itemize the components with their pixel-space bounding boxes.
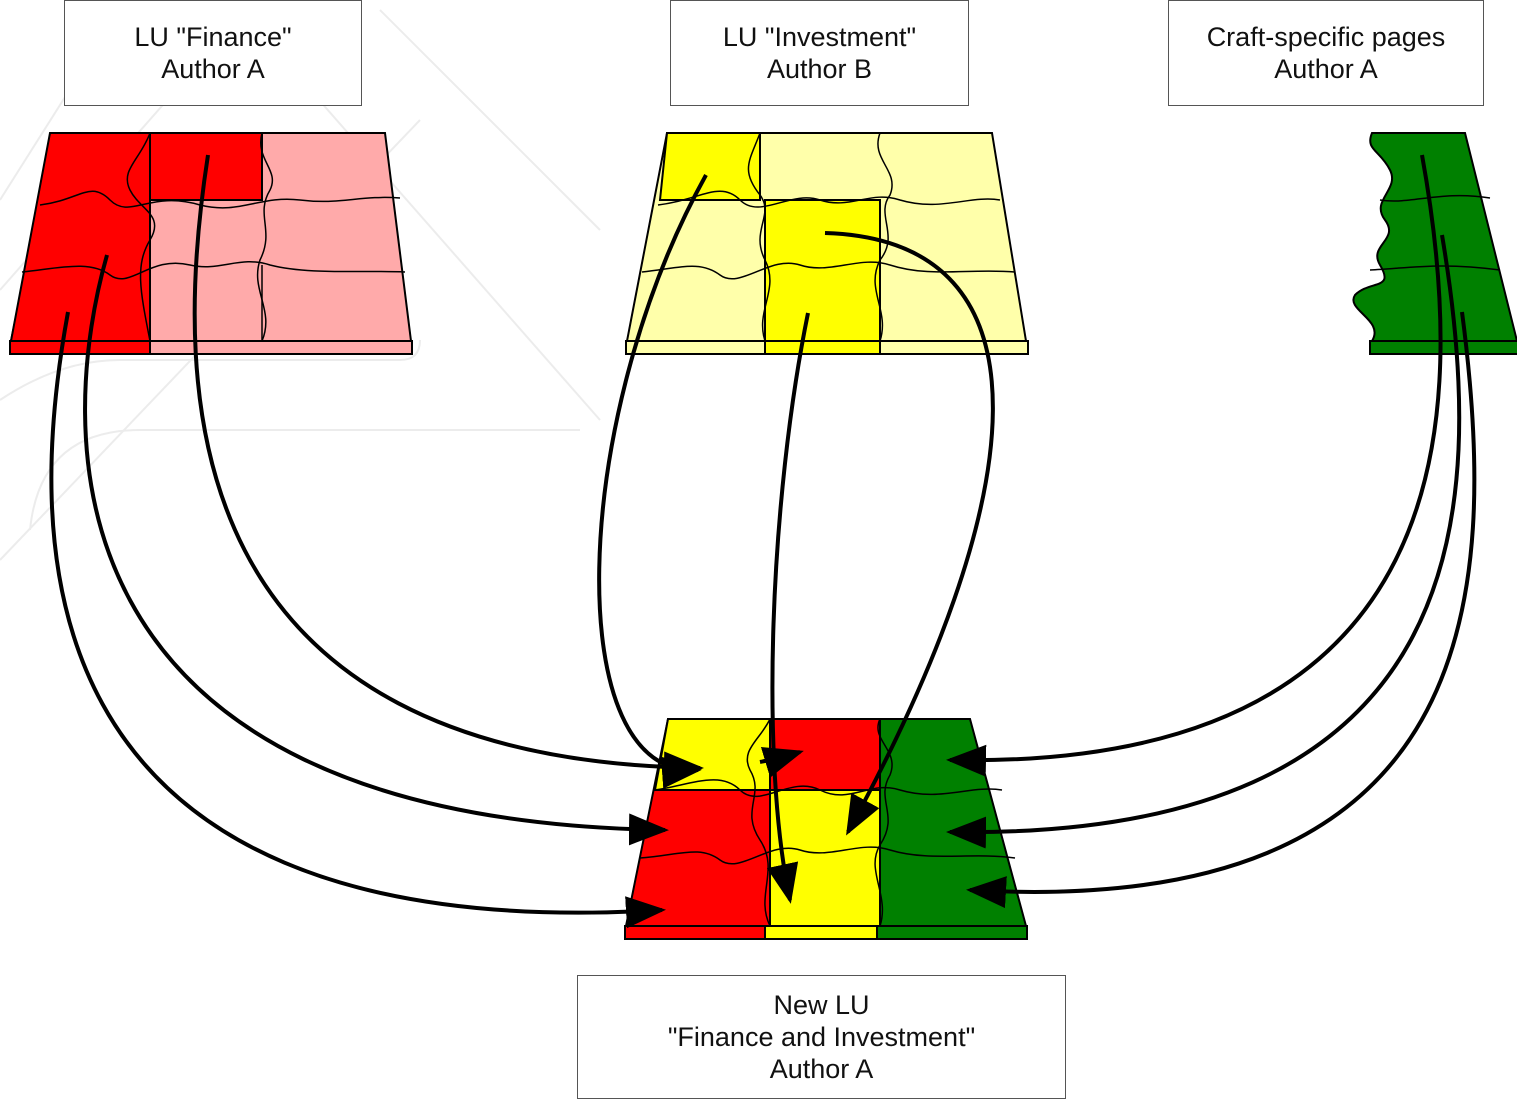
new-lu-label-box: New LU "Finance and Investment" Author A (577, 975, 1066, 1099)
craft-label-title: Craft-specific pages (1206, 22, 1446, 52)
finance-label-author: Author A (161, 54, 265, 84)
arrow-finance-bottom-to-new (49, 311, 666, 929)
finance-label-box: LU "Finance" Author A (64, 0, 362, 106)
new-lu-label-author: Author A (769, 1054, 874, 1084)
craft-label-author: Author A (1274, 54, 1378, 84)
arrow-craft-middle-to-new (946, 234, 1462, 849)
arrows (49, 154, 1477, 929)
arrow-investment-left-to-new (597, 174, 708, 789)
investment-label-author: Author B (766, 54, 873, 84)
craft-label-box: Craft-specific pages Author A (1168, 0, 1484, 106)
new-lu-label-name: "Finance and Investment" (667, 1022, 976, 1052)
finance-puzzle (9, 132, 413, 355)
arrow-investment-bottom-to-new (766, 312, 810, 904)
arrow-investment-to-red-slot (759, 747, 804, 778)
investment-puzzle (625, 132, 1029, 355)
arrow-craft-top-to-new (946, 154, 1443, 777)
arrow-craft-bottom-to-new (966, 311, 1477, 909)
new-lu-puzzle (624, 718, 1028, 940)
finance-label-title: LU "Finance" (134, 22, 292, 52)
arrow-investment-center-to-new (824, 231, 995, 836)
arrow-finance-top-to-new (192, 154, 704, 784)
investment-label-title: LU "Investment" (722, 22, 917, 52)
investment-label-box: LU "Investment" Author B (670, 0, 969, 106)
new-lu-label-title: New LU (773, 990, 870, 1020)
arrow-finance-middle-to-new (83, 254, 669, 846)
